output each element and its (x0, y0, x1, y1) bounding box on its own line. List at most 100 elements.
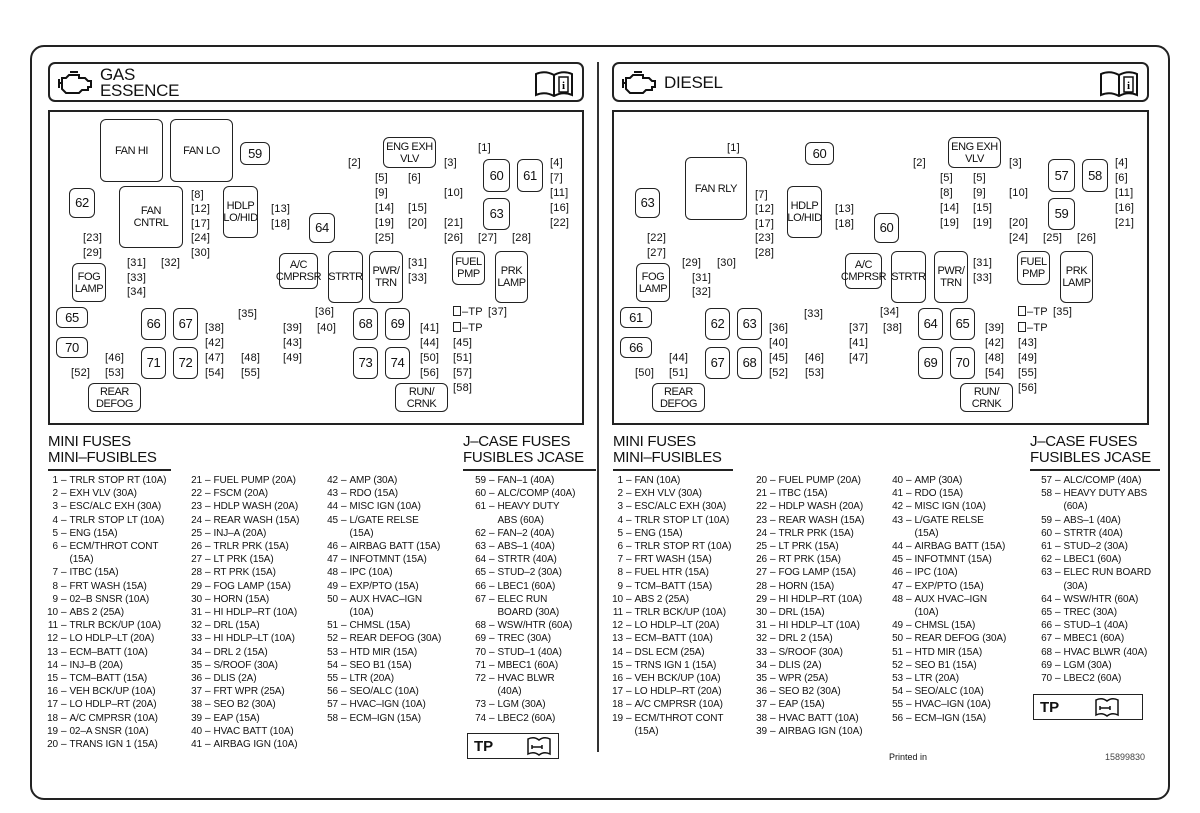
fuse-number: 3 (52, 501, 59, 513)
jcase-fuse-slot: 74 (385, 347, 410, 379)
fuse-number: 24 (191, 514, 202, 526)
fuse-description: SEO B2 (30A) (213, 699, 276, 711)
fuse-description: AIRBAG BATT (15A) (349, 541, 441, 552)
fuse-number: 36 (191, 673, 202, 684)
relay-slot: STRTR (328, 251, 363, 303)
dash: – (61, 501, 67, 513)
dash: – (770, 712, 776, 724)
fuse-number: 63 (1041, 567, 1052, 579)
fuse-number: 70 (1041, 673, 1052, 684)
dash: – (906, 580, 912, 592)
fuse-number: 50 (327, 593, 338, 605)
fuse-description: SEO B2 (30A) (778, 686, 841, 698)
mini-fuse-slot: 8 (940, 187, 953, 199)
dash: – (906, 633, 912, 645)
fuse-description: IPC (10A) (349, 567, 393, 579)
fuse-entry: 2–EXH VLV (30A) (44, 488, 137, 500)
fuse-description: LT PRK (15A) (213, 554, 274, 566)
fuse-number: 11 (612, 607, 623, 618)
dash: – (205, 580, 211, 592)
dash: – (205, 699, 211, 711)
dash: – (205, 593, 211, 605)
fuse-entry-continued: –(10A) (889, 607, 938, 619)
relay-slot: HDLP LO/HID (787, 186, 822, 238)
heading-underline (48, 469, 171, 471)
fuse-number: 12 (612, 620, 623, 632)
dash: – (205, 725, 211, 737)
fuse-entry: 59–ABS–1 (40A) (1038, 515, 1121, 527)
fuse-entry: 30–DRL (15A) (753, 607, 824, 619)
dash: – (341, 475, 347, 486)
fuse-description: VEH BCK/UP (10A) (69, 686, 156, 698)
fuse-number: 24 (756, 527, 767, 539)
relay-slot: PWR/ TRN (369, 251, 403, 303)
fuse-number: 53 (327, 646, 338, 658)
fuse-description: STUD–1 (40A) (1063, 620, 1128, 632)
fuse-number: 16 (612, 673, 623, 684)
fuse-number: 67 (1041, 633, 1052, 645)
part-number: 15899830 (1105, 752, 1146, 762)
mini-fuse-slot: 11 (550, 187, 568, 199)
fuse-entry: 48–AUX HVAC–IGN (889, 594, 987, 606)
label-frame (30, 45, 1170, 800)
mini-fuse-slot: 19 (375, 217, 394, 229)
fuse-entry: 25–INJ–A (20A) (188, 528, 266, 540)
fuse-description: HEAVY DUTY ABS (1063, 488, 1148, 500)
fuse-number: 25 (191, 527, 202, 539)
fuse-entry: 65–STUD–2 (30A) (472, 567, 562, 579)
dash: – (489, 501, 495, 513)
fuse-description: 02–A SNSR (10A) (69, 725, 149, 737)
dash: – (906, 659, 912, 671)
fuse-number: 7 (617, 554, 624, 566)
fuse-number: 5 (617, 527, 624, 539)
relay-slot: A/C CMPRSR (841, 253, 887, 289)
fuse-description: (10A) (349, 607, 374, 618)
dash: – (1055, 527, 1061, 539)
fuse-number: 47 (327, 554, 338, 566)
jcase-fuse-slot: 70 (56, 337, 88, 358)
fuse-description: FAN–2 (40A) (497, 527, 555, 539)
fuse-description: LTR (20A) (349, 673, 394, 684)
fuse-number: 61 (1041, 541, 1052, 552)
dash: – (205, 501, 211, 513)
fuse-entry: 74–LBEC2 (60A) (472, 713, 555, 725)
fuse-description: EAP (15A) (213, 712, 260, 724)
fuse-entry-continued: –(15A) (324, 528, 373, 540)
fuse-entry: 32–DRL 2 (15A) (753, 633, 833, 645)
fuse-entry: 12–LO HDLP–LT (20A) (44, 633, 154, 645)
fuse-number: 2 (617, 488, 624, 500)
dash: – (341, 514, 347, 526)
fuse-description: (15A) (634, 725, 659, 737)
mini-fuse-slot: 19 (973, 217, 992, 229)
mini-fuse-slot: 17 (755, 218, 774, 230)
fuse-entry: 38–HVAC BATT (10A) (753, 713, 859, 725)
fuse-entry: 55–HVAC–IGN (10A) (889, 699, 991, 711)
fuse-number: 50 (892, 633, 903, 645)
dash: – (906, 475, 912, 486)
mini-fuse-slot: 1 (478, 142, 491, 154)
dash: – (770, 554, 776, 566)
relay-slot: PWR/ TRN (934, 251, 968, 303)
dash: – (906, 712, 912, 724)
mini-fuse-slot: 27 (478, 232, 497, 244)
fuse-entry: 35–WPR (25A) (753, 673, 828, 685)
dash: – (61, 620, 67, 632)
fuse-description: HI HDLP–RT (10A) (213, 607, 298, 618)
dash: – (61, 673, 67, 684)
fuse-entry: 31–HI HDLP–LT (10A) (753, 620, 860, 632)
service-manual-icon (1095, 697, 1119, 717)
dash: – (61, 686, 67, 698)
dash: – (489, 593, 495, 605)
mini-fuse-slot: 42 (985, 337, 1004, 349)
fuse-entry: 26–TRLR PRK (15A) (188, 541, 289, 553)
dash: – (341, 633, 347, 645)
jcase-fuse-slot: 64 (309, 213, 335, 243)
dash: – (489, 554, 495, 566)
fuse-description: ECM/THROT CONT (634, 712, 724, 724)
fuse-description: ECM–BATT (10A) (634, 633, 713, 645)
dash: – (205, 527, 211, 539)
dash: – (61, 646, 67, 658)
fuse-number: 29 (191, 580, 202, 592)
fuse-description: CHMSL (15A) (349, 620, 411, 632)
